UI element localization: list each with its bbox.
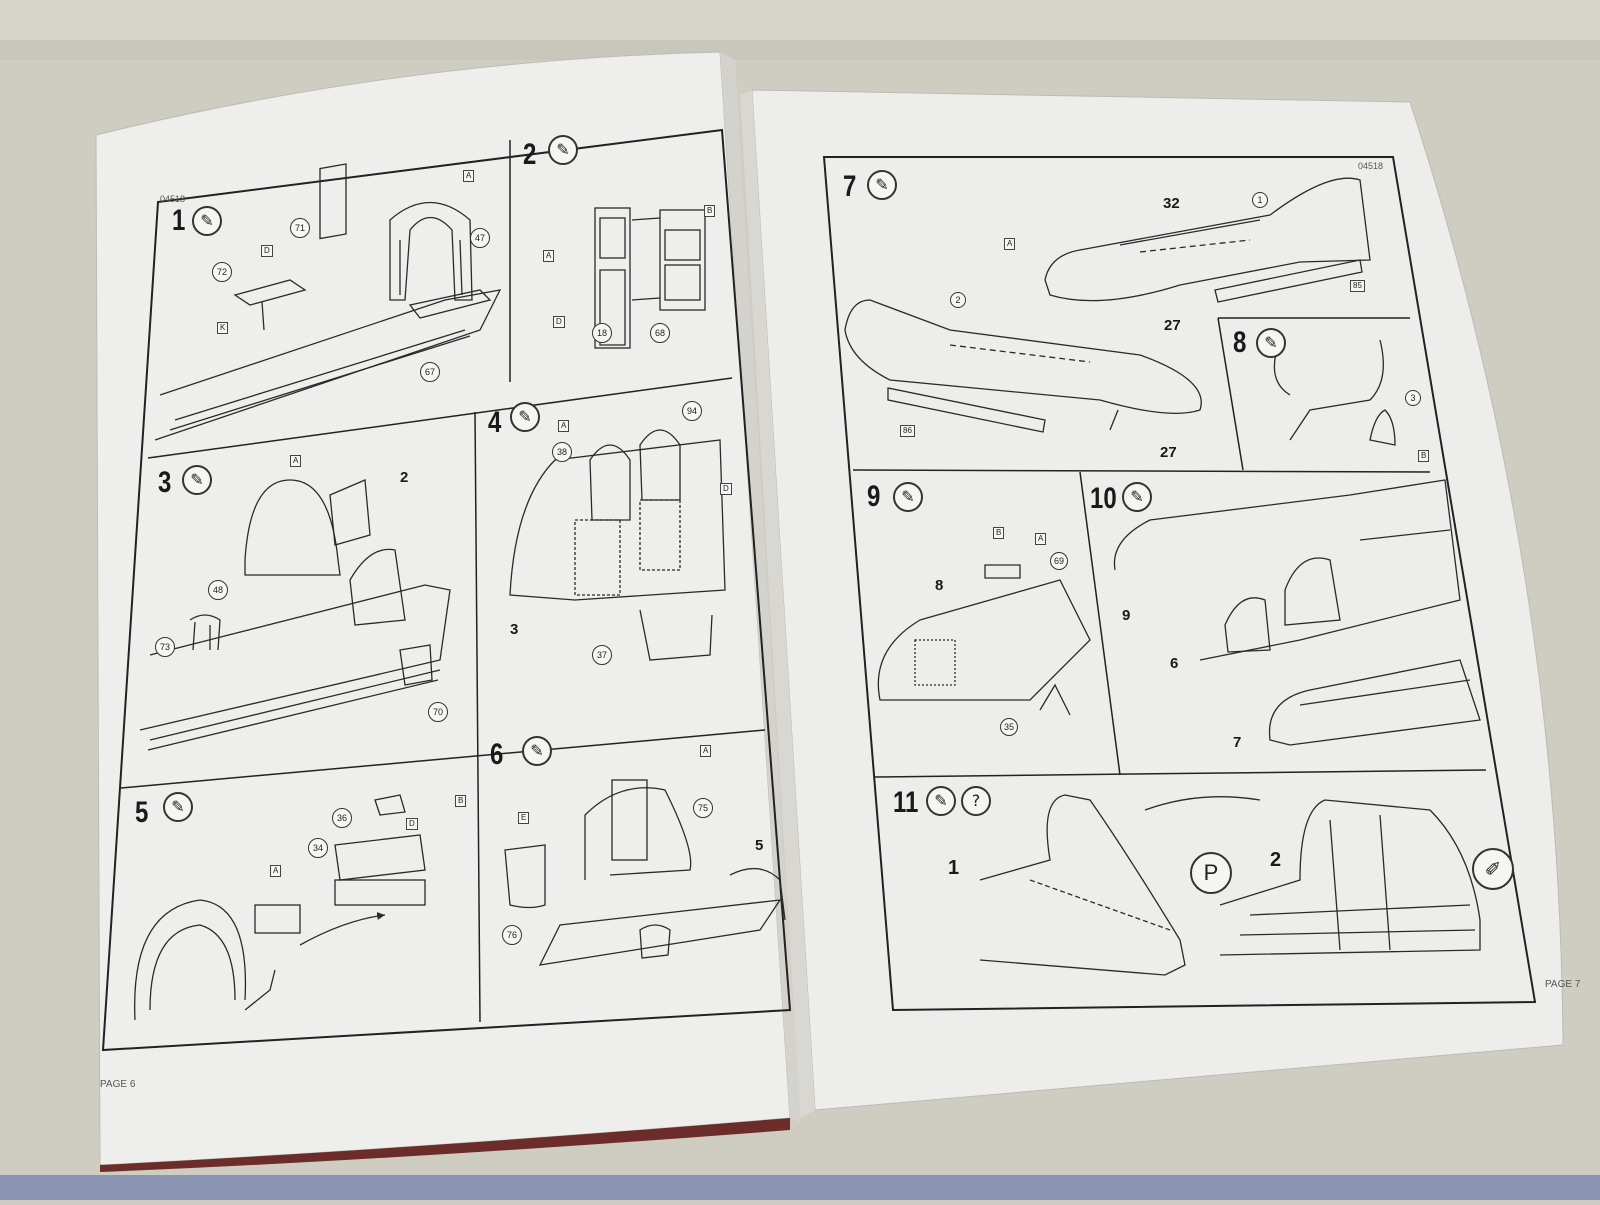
left-page bbox=[95, 51, 800, 1172]
step6-drawing bbox=[504, 779, 786, 966]
step4-drawing bbox=[509, 429, 726, 661]
step2-drawing bbox=[594, 207, 706, 349]
step5-drawing bbox=[134, 794, 426, 1021]
step3-drawing bbox=[139, 479, 451, 751]
step9-drawing bbox=[877, 564, 1091, 716]
step11-drawing bbox=[979, 794, 1481, 976]
step1-drawing bbox=[154, 163, 502, 441]
step7-drawing bbox=[844, 177, 1371, 433]
right-page bbox=[740, 89, 1564, 1118]
step10-drawing bbox=[1113, 479, 1481, 746]
